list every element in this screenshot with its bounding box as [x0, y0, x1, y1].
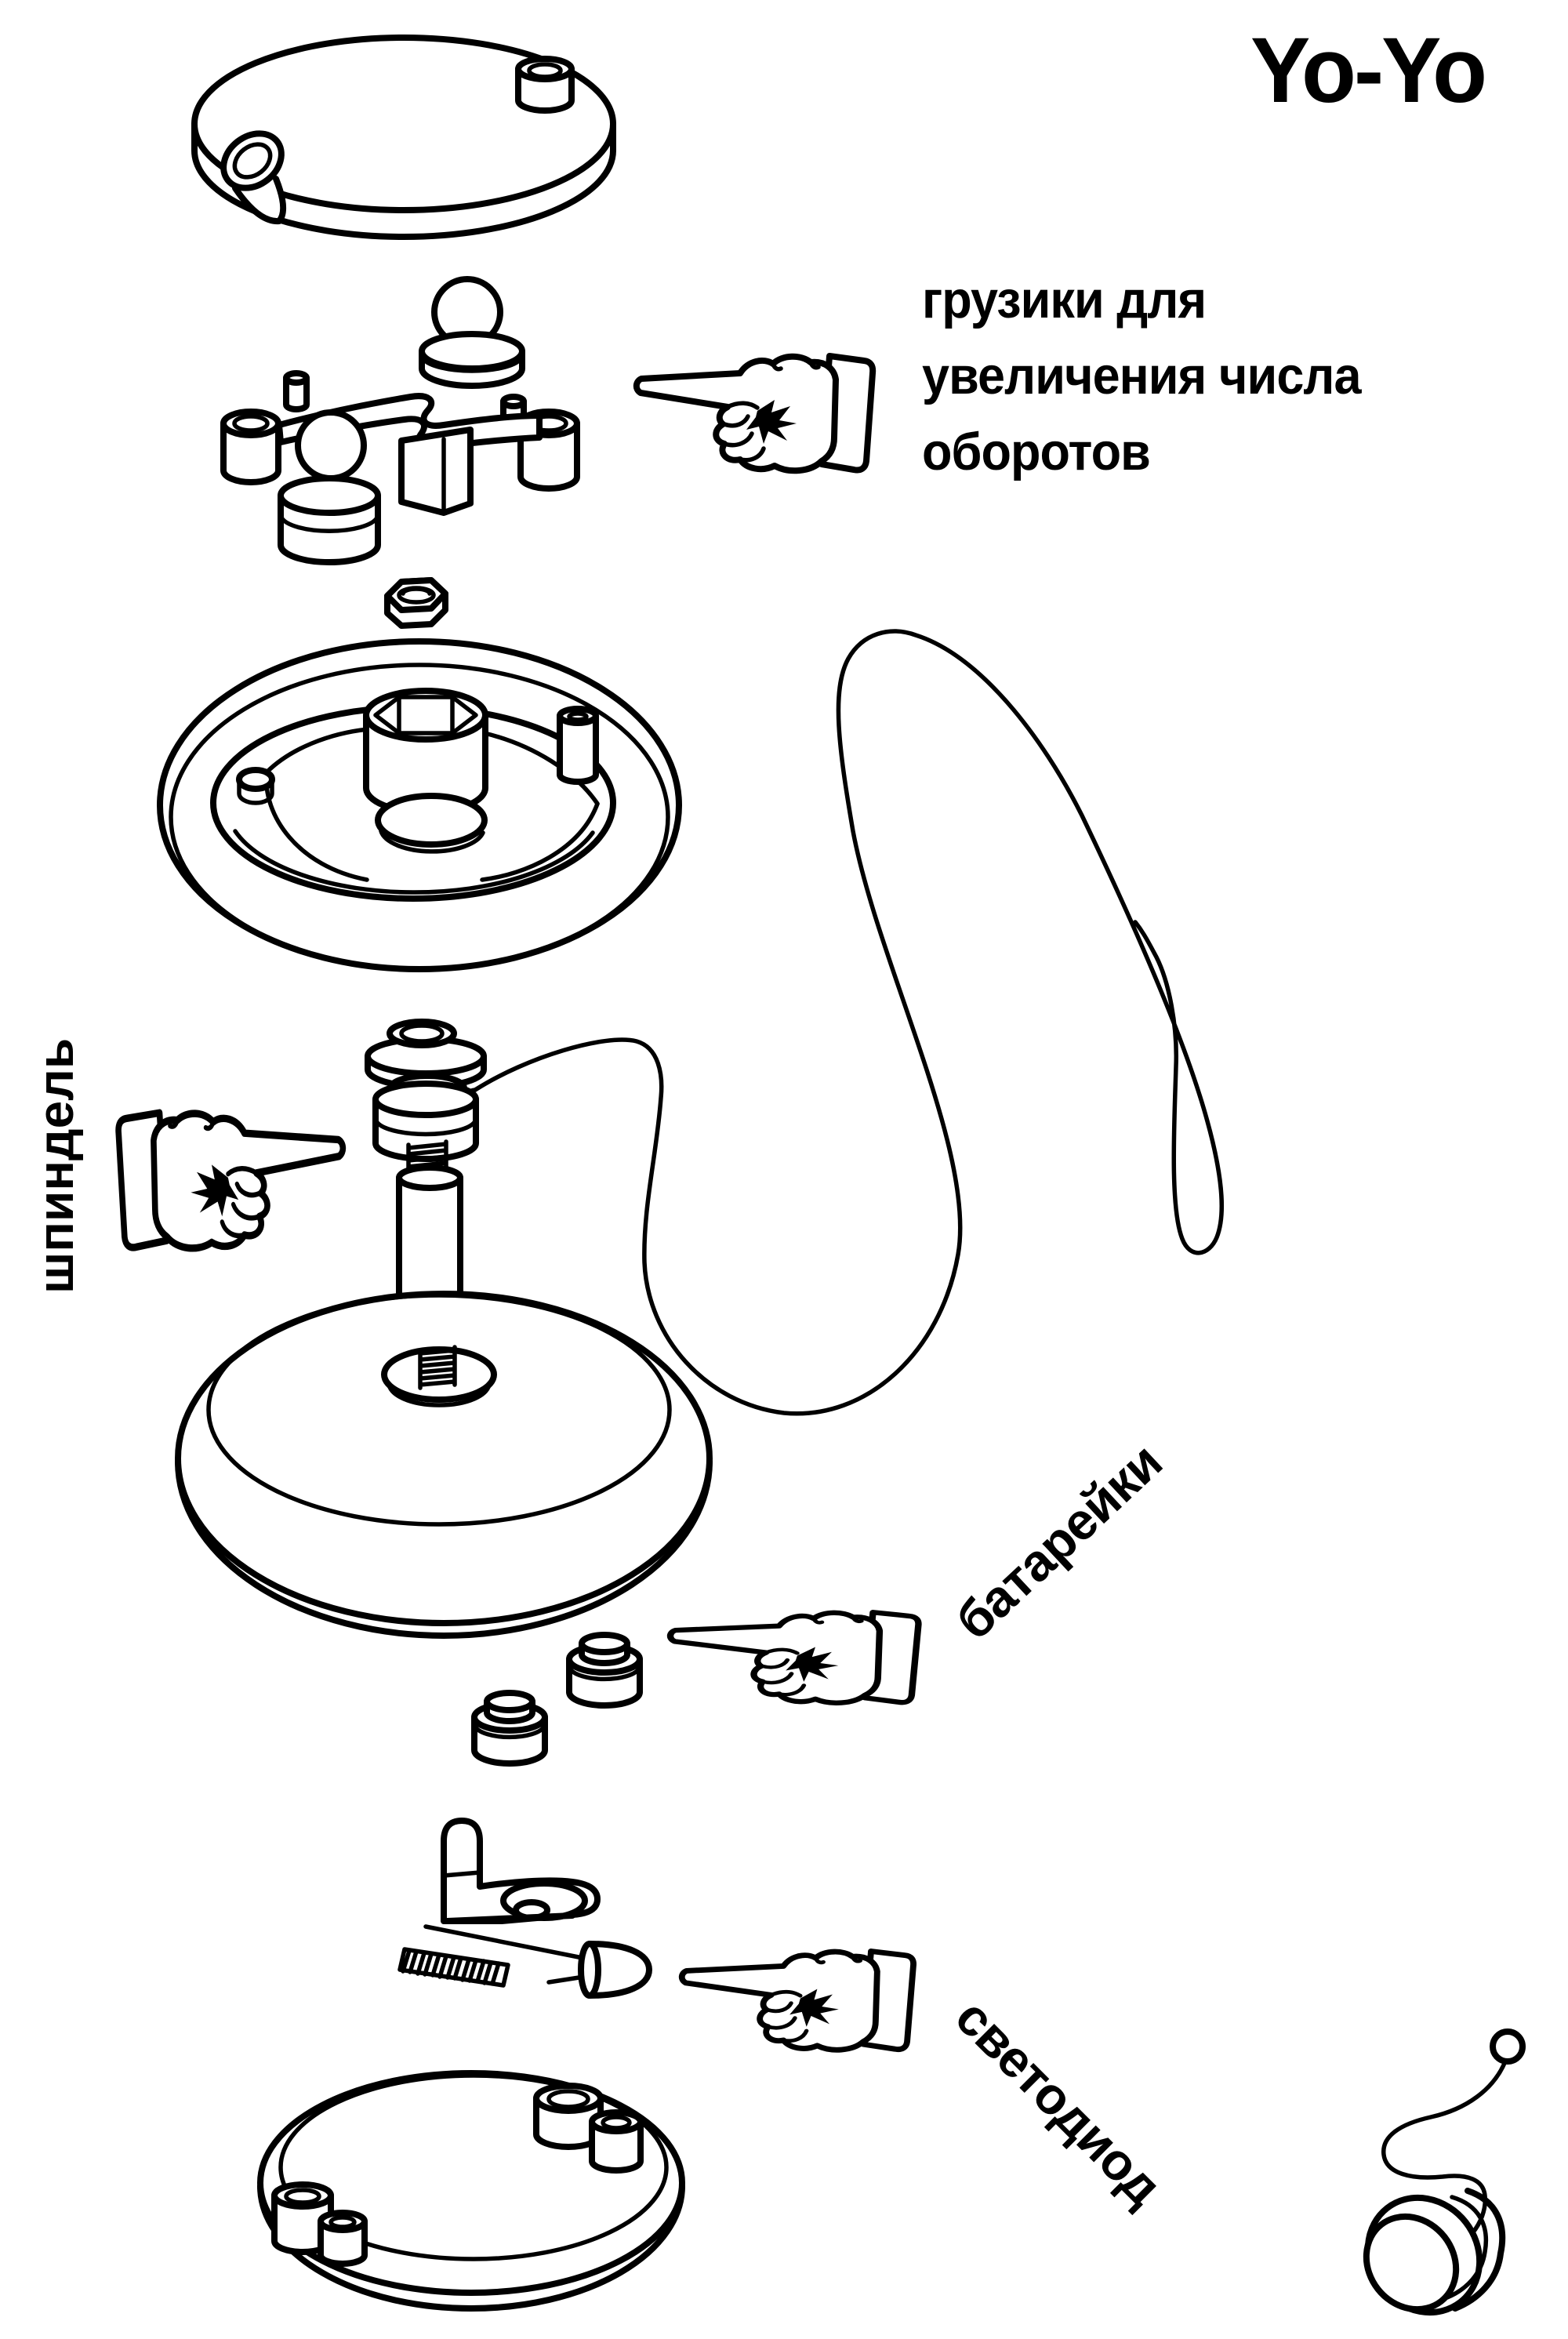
pointing-hand-icon: [670, 1612, 918, 1703]
page-title: Yo-Yo: [1250, 19, 1487, 122]
upper-body-half: [157, 638, 682, 972]
cover-boss: [533, 2083, 604, 2150]
spindle-callout: шпиндель: [27, 1037, 84, 1294]
bottom-cover: [257, 2070, 685, 2312]
battery-cell: [471, 1690, 548, 1767]
weights-callout: грузики для увеличения числа оборотов: [922, 262, 1362, 490]
pointing-hand-icon: [682, 1951, 913, 2050]
cover-boss: [318, 2210, 368, 2267]
battery-cell: [566, 1632, 643, 1709]
weights-callout-line: оборотов: [922, 423, 1151, 481]
pointing-hand-icon: [118, 1113, 343, 1248]
spring: [397, 1947, 510, 1988]
cover-boss: [589, 2109, 644, 2174]
led-bracket: [441, 1818, 601, 1924]
disc-post-right: [515, 56, 575, 114]
weights-callout-line: грузики для: [922, 271, 1207, 329]
pointing-hand-icon: [637, 356, 873, 470]
disc-post-left: [220, 130, 287, 225]
button-batteries: [471, 1632, 643, 1767]
led: [423, 1924, 652, 1999]
cover-boss: [271, 2181, 334, 2255]
weights-mechanism: [220, 276, 580, 565]
weights-callout-line: увеличения числа: [922, 347, 1362, 405]
led-parts: [397, 1818, 652, 1999]
assembled-yoyo-thumbnail: [1363, 2028, 1526, 2316]
lower-body-half: [175, 1291, 713, 1639]
hex-nut: [384, 577, 448, 629]
top-cap-disc: [191, 35, 616, 240]
